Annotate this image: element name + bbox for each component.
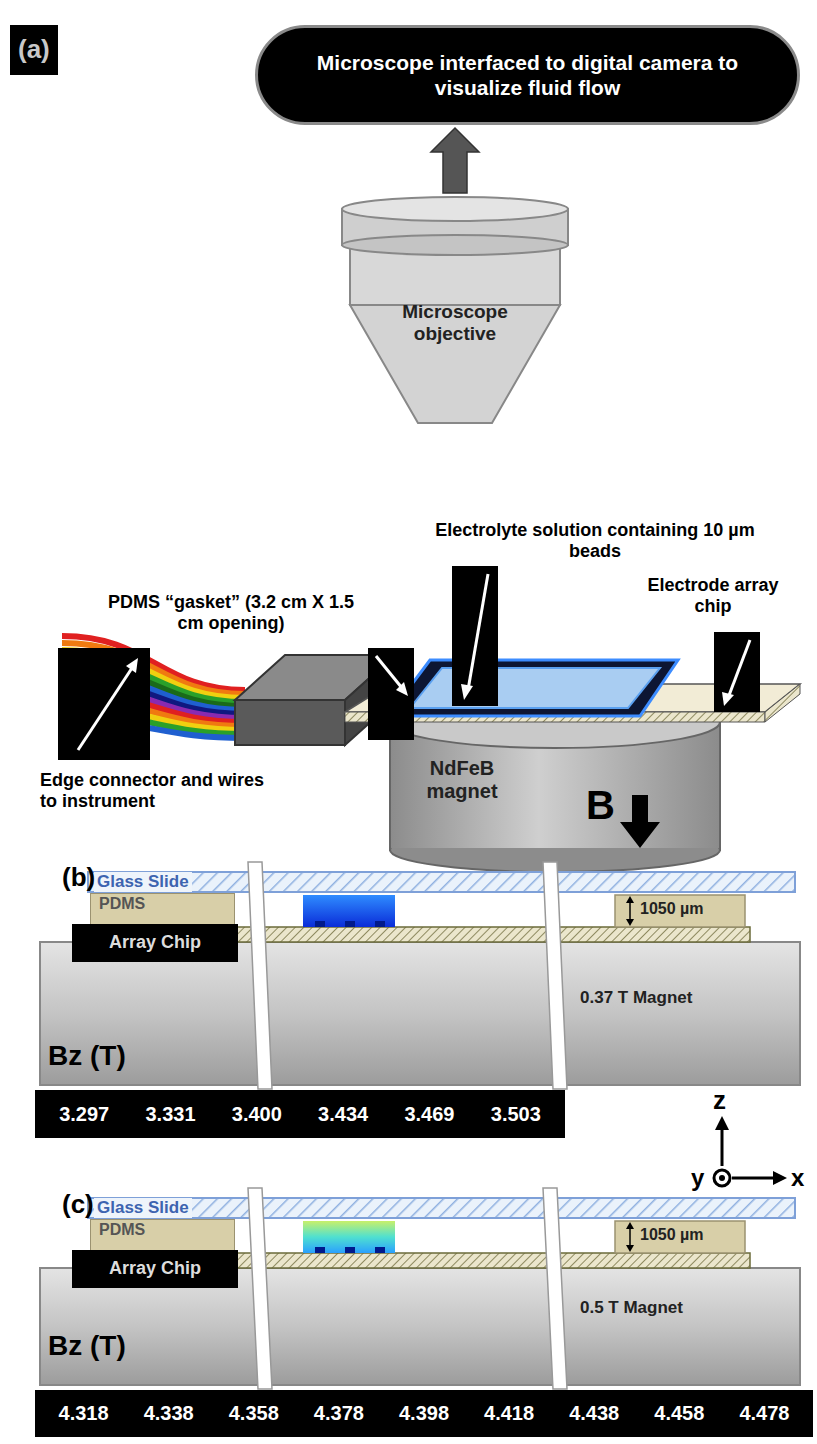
- node-text: Glass Slide: [94, 1198, 192, 1218]
- node-text: PDMS: [99, 1221, 145, 1239]
- leader-arrow: [58, 566, 760, 760]
- node-text: Microscope interfaced to digital camera …: [282, 50, 773, 100]
- magnet: 0.5 T Magnet: [40, 1268, 800, 1385]
- node-text: 0.37 T Magnet: [580, 988, 692, 1008]
- node-text: Glass Slide: [94, 872, 192, 892]
- annotation-label: 1050 µm: [640, 1226, 740, 1244]
- colorbar-tick: 4.458: [654, 1402, 704, 1425]
- array-chip: Array Chip: [72, 1250, 238, 1288]
- colorbar-tick: 3.297: [59, 1103, 109, 1126]
- glass-slide: Glass Slide: [88, 1198, 795, 1221]
- pdms-spacer: PDMS: [90, 1219, 235, 1251]
- array-chip: Array Chip: [72, 924, 238, 962]
- microscope-objective: Microscope objective: [340, 195, 570, 425]
- annotation-label: Bz (T): [48, 1040, 126, 1072]
- solution-window: [410, 668, 660, 708]
- colorbar-tick: 3.331: [145, 1103, 195, 1126]
- node-text: Array Chip: [72, 932, 238, 953]
- annotation-label: Electrolyte solution containing 10 µm be…: [430, 520, 760, 561]
- annotation-label: (b): [62, 863, 95, 893]
- colorbar-tick: 4.358: [229, 1402, 279, 1425]
- node-text: PDMS: [99, 895, 145, 913]
- annotation-label: Bz (T): [48, 1330, 126, 1362]
- annotation-label: z: [713, 1086, 726, 1116]
- magnet: NdFeB magnetB: [388, 695, 728, 870]
- node-text: NdFeB magnet: [400, 757, 524, 803]
- colorbar-tick: 4.318: [59, 1402, 109, 1425]
- annotation-label: y: [691, 1164, 704, 1192]
- annotation-label: (c): [62, 1190, 94, 1220]
- colorbar-tick: 4.438: [569, 1402, 619, 1425]
- array-chip-edge: [765, 684, 800, 722]
- axes: [714, 1116, 787, 1186]
- annotation-label: PDMS “gasket” (3.2 cm X 1.5 cm opening): [100, 592, 362, 633]
- colorbar-tick: 4.378: [314, 1402, 364, 1425]
- annotation-label: Edge connector and wires to instrument: [40, 770, 280, 811]
- edge-connector: [235, 700, 345, 745]
- annotation-label: x: [791, 1164, 804, 1192]
- pdms-spacer: PDMS: [90, 893, 235, 925]
- colorbar-tick: 4.418: [484, 1402, 534, 1425]
- node-text: Array Chip: [72, 1258, 238, 1279]
- node-text: Microscope objective: [370, 301, 540, 345]
- block-arrow: [431, 128, 479, 193]
- annotation-label: 1050 µm: [640, 900, 740, 918]
- colorbar-tick: 3.434: [318, 1103, 368, 1126]
- colorbar-tick: 3.503: [491, 1103, 541, 1126]
- cross-section: [40, 1188, 800, 1389]
- colorbar-tick: 4.338: [144, 1402, 194, 1425]
- colorbar-tick: 4.398: [399, 1402, 449, 1425]
- colorbar-tick: 3.400: [232, 1103, 282, 1126]
- colorbar-tick: 3.469: [404, 1103, 454, 1126]
- annotation-label: (a): [10, 25, 58, 75]
- camera-box: Microscope interfaced to digital camera …: [255, 25, 800, 125]
- glass-slide: Glass Slide: [88, 872, 795, 895]
- colorbar-scale: 4.318 4.338 4.358 4.378 4.398 4.418 4.438 4.458…: [35, 1390, 813, 1437]
- node-text: 0.5 T Magnet: [580, 1298, 683, 1318]
- field-arrow: [620, 795, 660, 848]
- colorbar-scale: 3.297 3.331 3.400 3.434 3.469 3.503: [35, 1090, 565, 1138]
- cross-section: [40, 862, 800, 1089]
- pdms-gasket: [388, 660, 678, 716]
- node-text: B: [586, 785, 615, 825]
- colorbar-tick: 4.478: [739, 1402, 789, 1425]
- magnet: 0.37 T Magnet: [40, 942, 800, 1085]
- annotation-label: Electrode array chip: [636, 575, 790, 616]
